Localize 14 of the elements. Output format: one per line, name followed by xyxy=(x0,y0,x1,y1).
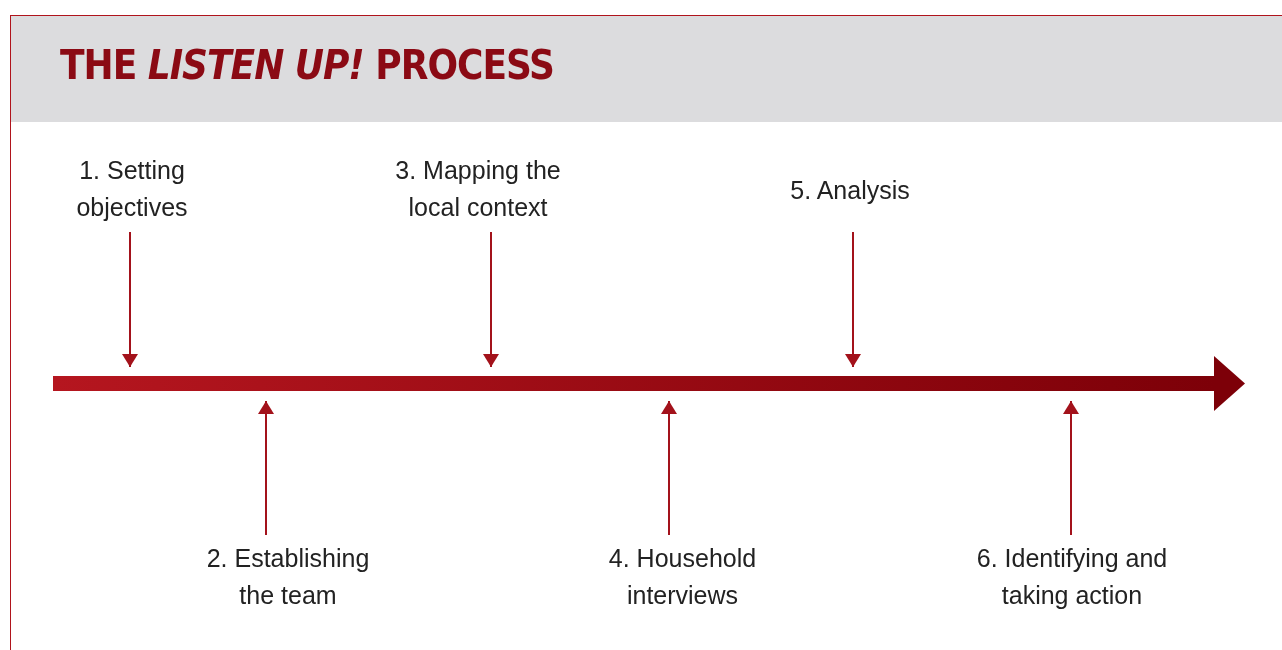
step-label: 4. Household interviews xyxy=(595,540,770,614)
arrow xyxy=(122,231,138,368)
step-label: 1. Setting objectives xyxy=(52,152,212,226)
title: THE LISTEN UP! PROCESS xyxy=(60,42,554,88)
step-label: 6. Identifying and taking action xyxy=(958,540,1186,614)
arrow xyxy=(483,231,499,368)
arrow xyxy=(845,231,861,368)
step-label: 5. Analysis xyxy=(770,172,930,209)
arrow xyxy=(661,400,677,536)
step-label: 2. Establishing the team xyxy=(193,540,383,614)
arrow xyxy=(1063,400,1079,536)
arrow xyxy=(258,400,274,536)
timeline-arrow xyxy=(53,356,1245,411)
step-label: 3. Mapping the local context xyxy=(378,152,578,226)
